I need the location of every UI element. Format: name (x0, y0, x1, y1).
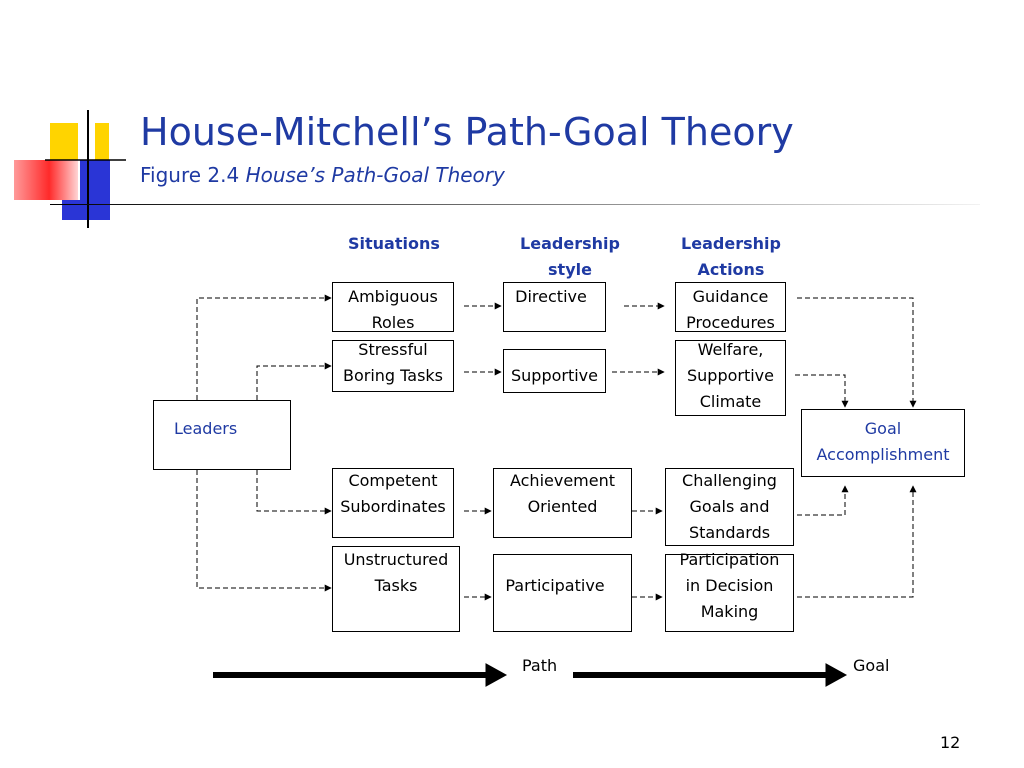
goal-label: Goal (853, 656, 890, 675)
leaders-box (153, 400, 291, 470)
situation-competent-line-1: Competent (348, 471, 438, 490)
action-box-guidance (675, 282, 786, 332)
connector-welfare-goal (795, 374, 849, 408)
figure-title: House’s Path-Goal Theory (245, 163, 505, 187)
style-supportive: Supportive (510, 366, 598, 385)
slide-title: House-Mitchell’s Path-Goal Theory (140, 110, 794, 154)
style-box-supportive (503, 349, 606, 393)
situation-ambiguous-roles: Ambiguous Roles (332, 284, 454, 336)
action-challenging-line-3: Standards (688, 523, 771, 542)
path-label: Path (522, 656, 558, 675)
situation-unstructured-line-2: Tasks (374, 576, 418, 595)
goal-label-line-2: Accomplishment (816, 445, 950, 464)
situation-ambiguous-line-1: Ambiguous (348, 287, 438, 306)
action-challenging-line-2: Goals and (689, 497, 770, 516)
situation-box-unstructured (332, 546, 460, 632)
action-participation-line-2: in Decision (685, 576, 774, 595)
leaders-label: Leaders (174, 419, 238, 438)
style-achievement-oriented: Achievement Oriented (493, 468, 632, 520)
connector-leaders-unstructured (196, 470, 332, 592)
header-style-line-1: Leadership (520, 234, 620, 253)
situation-stressful-line-1: Stressful (358, 340, 428, 359)
style-box-participative (493, 554, 632, 632)
situation-unstructured-line-1: Unstructured (343, 550, 449, 569)
action-box-participation (665, 554, 794, 632)
path-arrow-head (485, 663, 508, 687)
title-underline (50, 204, 980, 205)
action-guidance-line-2: Procedures (686, 313, 775, 332)
goal-label-line-1: Goal (864, 419, 902, 438)
header-situations: Situations (348, 234, 440, 253)
style-box-achievement (493, 468, 632, 538)
figure-caption: Figure 2.4 House’s Path-Goal Theory (140, 163, 505, 187)
situation-ambiguous-line-2: Roles (371, 313, 415, 332)
action-guidance-procedures: Guidance Procedures (675, 284, 786, 336)
figure-number: Figure 2.4 (140, 163, 240, 187)
style-participative: Participative (505, 576, 605, 595)
header-leadership-actions: Leadership Actions (666, 231, 796, 283)
action-welfare-line-3: Climate (699, 392, 762, 411)
situation-box-ambiguous-roles (332, 282, 454, 332)
style-directive: Directive (515, 287, 587, 306)
corner-ornament (14, 110, 126, 228)
situation-box-stressful (332, 340, 454, 392)
action-challenging-goals: Challenging Goals and Standards (665, 468, 794, 546)
connector-leaders-ambiguous (196, 294, 332, 400)
style-achievement-line-1: Achievement (509, 471, 616, 490)
situation-competent: Competent Subordinates (332, 468, 454, 520)
situation-competent-line-2: Subordinates (340, 497, 446, 516)
action-guidance-line-1: Guidance (692, 287, 769, 306)
connector-leaders-competent (256, 470, 332, 515)
action-welfare-line-1: Welfare, (697, 340, 764, 359)
situation-stressful-line-2: Boring Tasks (342, 366, 444, 385)
action-participation-line-3: Making (700, 602, 759, 621)
goal-arrow-head (825, 663, 848, 687)
goal-accomplishment-box (801, 409, 965, 477)
action-welfare-climate: Welfare, Supportive Climate (675, 337, 786, 415)
situation-box-competent (332, 468, 454, 538)
connector-leaders-stressful (256, 362, 332, 400)
page-number: 12 (940, 733, 961, 752)
situation-stressful: Stressful Boring Tasks (332, 337, 454, 389)
action-challenging-line-1: Challenging (682, 471, 777, 490)
header-leadership-style: Leadership style (510, 231, 630, 283)
style-box-directive (503, 282, 606, 332)
action-participation-line-1: Participation (679, 550, 780, 569)
action-welfare-line-2: Supportive (686, 366, 774, 385)
situation-unstructured: Unstructured Tasks (332, 547, 460, 599)
action-box-welfare (675, 340, 786, 416)
header-actions-line-2: Actions (697, 260, 765, 279)
action-box-challenging (665, 468, 794, 546)
header-style-line-2: style (548, 260, 592, 279)
style-achievement-line-2: Oriented (527, 497, 598, 516)
header-actions-line-1: Leadership (681, 234, 781, 253)
action-participation-decision: Participation in Decision Making (665, 547, 794, 625)
connector-challenging-goal (797, 485, 849, 516)
goal-accomplishment-label: Goal Accomplishment (801, 416, 965, 468)
connector-participation-goal (797, 485, 917, 598)
connector-guidance-goal (797, 297, 917, 408)
